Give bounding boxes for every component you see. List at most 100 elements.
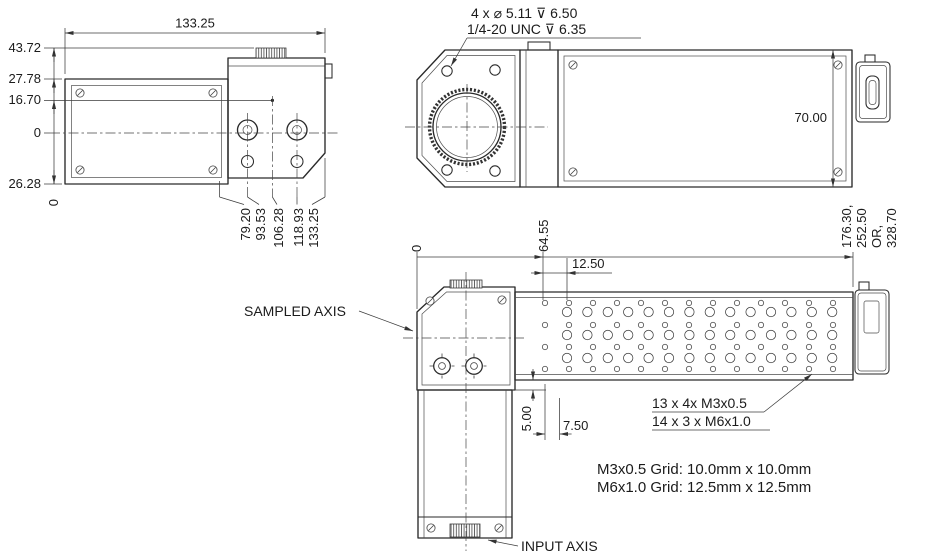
leader-line (763, 373, 813, 413)
top-boss (527, 41, 551, 51)
tapped-hole (781, 365, 789, 373)
rail-body-inner (563, 55, 847, 182)
tapped-hole (806, 352, 817, 364)
tapped-hole (709, 321, 717, 329)
top-view-centerlines (403, 272, 526, 551)
tapped-hole (541, 343, 549, 351)
tapped-hole (684, 329, 695, 341)
tapped-hole (805, 321, 813, 329)
tapped-hole (709, 365, 717, 373)
input-arm-outline (417, 389, 513, 539)
sampled-head-inner (421, 291, 511, 386)
tapped-hole (827, 306, 838, 318)
screw (75, 88, 85, 98)
tapped-hole (661, 365, 669, 373)
jog-leader (272, 196, 278, 205)
dim-bottom: 106.28 (271, 208, 286, 248)
screw (75, 165, 85, 175)
dim-bottom: 79.20 (238, 208, 253, 241)
tapped-hole (685, 321, 693, 329)
jog-leader (247, 196, 260, 205)
tapped-hole (663, 329, 675, 341)
dim-bottom-zero: 0 (46, 199, 61, 206)
tapped-hole (685, 343, 693, 351)
knurled-thumbwheel (449, 523, 481, 538)
adjuster-bolt (428, 352, 456, 380)
tapped-hole (565, 365, 573, 373)
tapped-hole (806, 329, 817, 341)
tapped-hole (684, 352, 695, 364)
hole-grid (541, 299, 838, 373)
jog-leader (311, 196, 326, 205)
connector-housing-inner (859, 65, 887, 119)
tapped-hole (663, 306, 675, 318)
side-view-part (64, 47, 333, 185)
tapped-hole (565, 299, 573, 307)
connector-port (863, 300, 880, 334)
dim-origin: 0 (409, 245, 424, 252)
tapped-hole (623, 306, 634, 318)
screw (568, 167, 578, 177)
side-view-centerlines (50, 96, 340, 197)
tapped-hole (637, 299, 645, 307)
breadboard-rail-outline (514, 291, 854, 381)
connector-housing-inner (857, 292, 887, 372)
tapped-hole (733, 321, 741, 329)
tapped-hole (725, 352, 736, 364)
tapped-hole (623, 352, 634, 364)
tapped-hole (745, 306, 756, 318)
tapped-hole (757, 321, 765, 329)
tapped-hole (725, 329, 736, 341)
dim-body-height: 70.00 (794, 110, 827, 125)
tapped-hole (561, 329, 573, 341)
tapped-hole (829, 365, 837, 373)
jog-leader (219, 196, 245, 205)
leader-line (450, 37, 468, 67)
tapped-hole (685, 299, 693, 307)
tapped-hole (541, 321, 549, 329)
tapped-hole (643, 306, 654, 318)
tapped-hole (733, 365, 741, 373)
tapped-hole (757, 343, 765, 351)
tapped-hole (709, 299, 717, 307)
dim-length-option: 328.70 (884, 208, 899, 248)
screw (833, 60, 843, 70)
dim-left: 26.28 (8, 176, 41, 191)
screw (494, 523, 504, 533)
dim-length-option: 252.50 (854, 208, 869, 248)
top-view: 0 64.55 176.30, 252.50 OR, 328.70 12.50 … (244, 205, 899, 554)
connector-port-inner (868, 80, 877, 105)
tapped-hole (589, 321, 597, 329)
tapped-hole (765, 306, 777, 318)
tapped-hole (661, 321, 669, 329)
tapped-hole (781, 321, 789, 329)
tapped-hole (733, 343, 741, 351)
tapped-hole (589, 299, 597, 307)
note-m6-grid: M6x1.0 Grid: 12.5mm x 12.5mm (597, 479, 811, 496)
tapped-hole (637, 321, 645, 329)
knurled-thumbwheel (255, 47, 287, 59)
tapped-hole (829, 343, 837, 351)
dim-left-zero: 0 (34, 125, 41, 140)
body-inner-plate (71, 85, 222, 178)
mounting-hole (441, 65, 453, 77)
tapped-hole (663, 352, 675, 364)
tapped-hole (805, 343, 813, 351)
label-sampled-axis: SAMPLED AXIS (244, 303, 346, 319)
tapped-hole (745, 329, 756, 341)
tapped-hole (602, 329, 613, 341)
rail-body-outline (557, 49, 853, 188)
tapped-hole (765, 352, 777, 364)
leader-line (487, 539, 519, 547)
tapped-hole (541, 299, 549, 307)
tapped-hole (582, 329, 593, 341)
connector-housing (855, 61, 891, 123)
tapped-hole (704, 329, 715, 341)
body-outline (64, 78, 229, 185)
front-view-dimensions: 70.00 4 x ⌀ 5.11 ⊽ 6.50 1/4-20 UNC ⊽ 6.3… (450, 5, 836, 187)
tapped-hole (565, 343, 573, 351)
screw (568, 60, 578, 70)
screw (208, 88, 218, 98)
connector-nub (864, 54, 876, 63)
tapped-hole (829, 299, 837, 307)
